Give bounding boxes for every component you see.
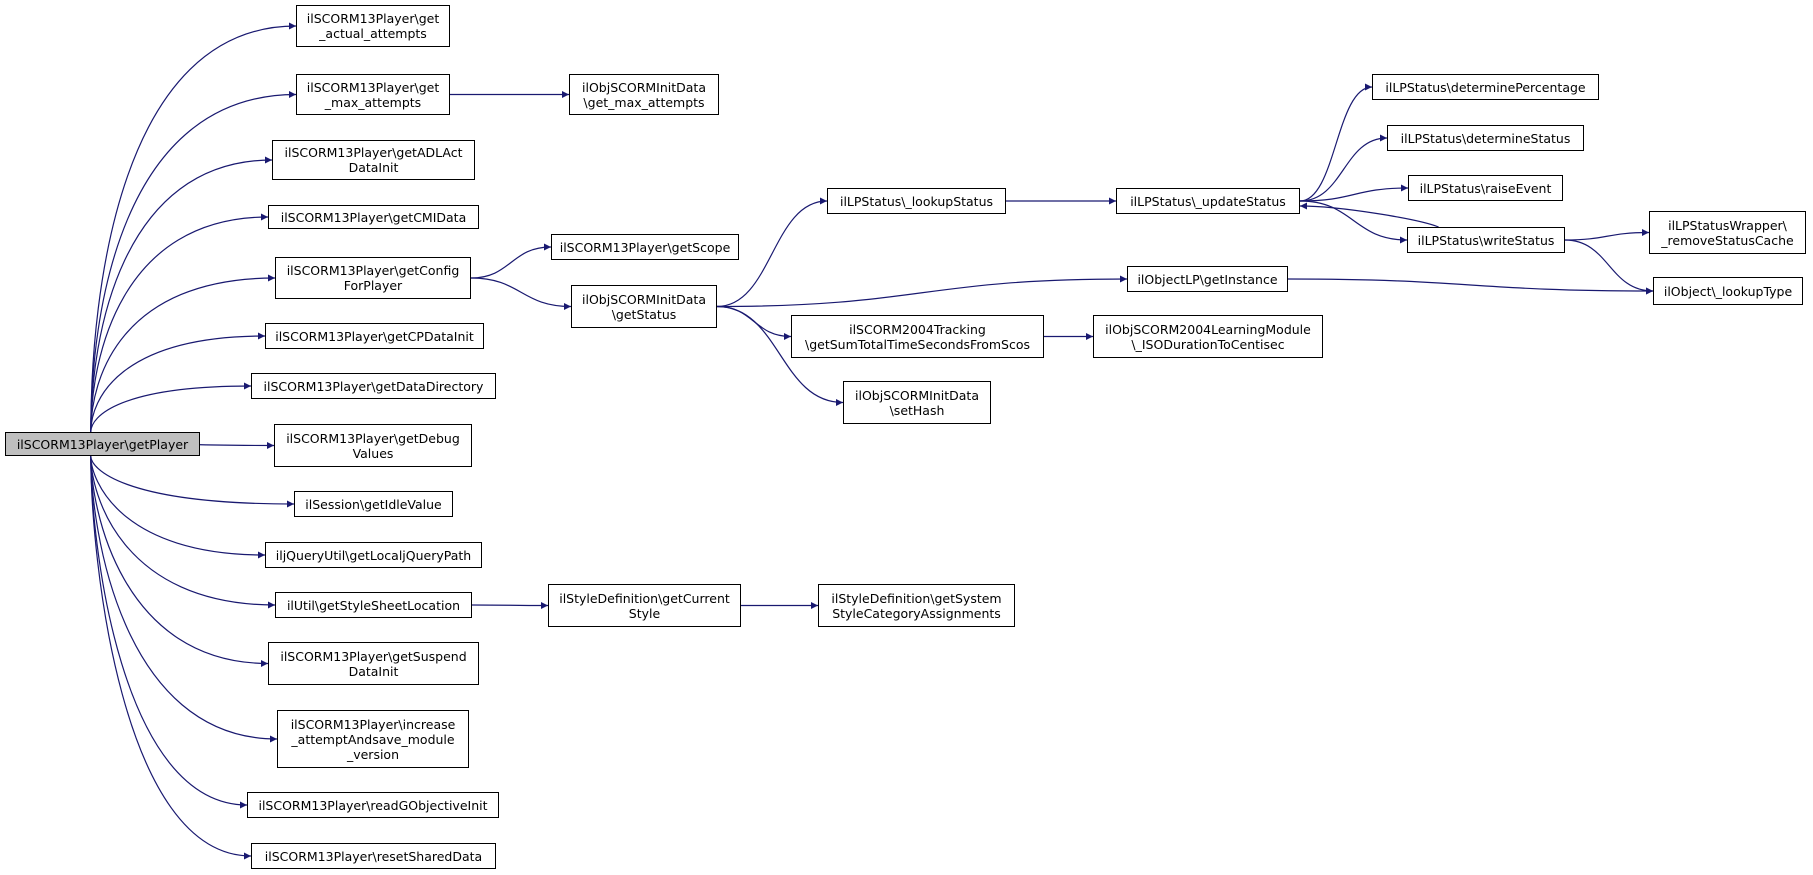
node-label: ilObjectLP\getInstance [1137,271,1278,287]
node-label: ilUtil\getStyleSheetLocation [286,597,461,613]
node-label: ilSCORM13Player\get _max_attempts [306,79,440,110]
node-root-get-player: ilSCORM13Player\getPlayer [5,432,200,456]
node-label: ilLPStatus\_updateStatus [1130,193,1286,209]
node-label: ilSCORM13Player\readGObjectiveInit [258,797,488,813]
node-label: ilSCORM13Player\getDebug Values [286,430,460,461]
edge-root-to-reset_shared_data [90,455,252,860]
node-util-get-stylesheet-location[interactable]: ilUtil\getStyleSheetLocation [275,592,472,618]
node-get-debug-values[interactable]: ilSCORM13Player\getDebug Values [274,424,472,467]
node-get-data-directory[interactable]: ilSCORM13Player\getDataDirectory [251,373,496,399]
node-label: ilObject\_lookupType [1663,283,1793,299]
node-label: ilSCORM13Player\getPlayer [16,436,189,452]
edge-get_config_for_player-to-initdata_get_status [470,277,572,310]
node-get-scope[interactable]: ilSCORM13Player\getScope [551,234,739,260]
node-lp-determine-percentage[interactable]: ilLPStatus\determinePercentage [1372,74,1599,100]
node-read-g-objective-init[interactable]: ilSCORM13Player\readGObjectiveInit [247,792,499,818]
node-lp-write-status[interactable]: ilLPStatus\writeStatus [1407,227,1565,253]
node-get-suspend-data-init[interactable]: ilSCORM13Player\getSuspend DataInit [268,642,479,685]
edge-initdata_get_status-to-object_lp_get_instance [716,275,1128,308]
node-get-config-for-player[interactable]: ilSCORM13Player\getConfig ForPlayer [275,257,471,299]
node-label: ilLPStatus\determineStatus [1400,130,1571,146]
edge-lp_update_status-to-lp_determine_percentage [1299,83,1373,202]
node-label: ilSCORM13Player\getSuspend DataInit [280,648,467,679]
node-initdata-set-hash[interactable]: ilObjSCORMInitData \setHash [843,381,991,424]
edge-root-to-get_cp_data_init [90,332,266,433]
node-scorm2004-iso-duration[interactable]: ilObjSCORM2004LearningModule \_ISODurati… [1093,315,1323,358]
edge-root-to-get_adl_act_data_init [90,156,273,433]
node-style-get-system-assignments[interactable]: ilStyleDefinition\getSystem StyleCategor… [818,584,1015,627]
edge-root-to-get_max_attempts [90,91,297,433]
edge-object_lp_get_instance-to-object_lookup_type [1287,278,1654,295]
edge-lp_update_status-to-lp_raise_event [1299,184,1409,202]
node-label: ilSCORM13Player\resetSharedData [264,848,483,864]
node-lp-raise-event[interactable]: ilLPStatus\raiseEvent [1408,175,1563,201]
node-initdata-get-status[interactable]: ilObjSCORMInitData \getStatus [571,285,717,328]
edge-lp_write_status-to-lp_wrapper_remove_cache [1564,229,1650,241]
node-label: ilSCORM13Player\get _actual_attempts [306,11,440,41]
node-label: ilStyleDefinition\getSystem StyleCategor… [831,590,1002,621]
edge-root-to-increase_attempt_save_version [90,455,278,743]
node-label: ilObjSCORMInitData \getStatus [582,291,706,322]
edge-initdata_get_status-to-lp_lookup_status [716,197,828,308]
node-label: ilStyleDefinition\getCurrent Style [559,590,730,621]
edge-root-to-get_actual_attempts [90,22,297,433]
edge-get_config_for_player-to-get_scope [470,243,552,279]
node-get-cp-data-init[interactable]: ilSCORM13Player\getCPDataInit [265,323,484,349]
node-session-get-idle-value[interactable]: ilSession\getIdleValue [294,491,453,517]
node-label: ilLPStatus\_lookupStatus [839,193,994,209]
node-label: ilSCORM13Player\getConfig ForPlayer [286,263,460,293]
edge-lp_write_status-to-object_lookup_type [1564,239,1654,295]
node-label: ilSession\getIdleValue [305,496,442,512]
node-reset-shared-data[interactable]: ilSCORM13Player\resetSharedData [251,843,496,869]
node-label: ilLPStatusWrapper\ _removeStatusCache [1661,217,1794,248]
node-label: ilSCORM2004Tracking \getSumTotalTimeSeco… [804,321,1030,352]
node-lp-lookup-status[interactable]: ilLPStatus\_lookupStatus [827,188,1006,214]
node-label: ilObjSCORMInitData \setHash [855,387,979,418]
edge-lp_write_status-to-lp_update_status [1299,202,1439,228]
node-lp-determine-status[interactable]: ilLPStatus\determineStatus [1387,125,1584,151]
node-object-lookup-type[interactable]: ilObject\_lookupType [1653,277,1803,305]
node-label: ilSCORM13Player\getADLAct DataInit [284,145,463,175]
node-label: ilSCORM13Player\getDataDirectory [263,378,484,394]
node-get-adl-act-data-init[interactable]: ilSCORM13Player\getADLAct DataInit [272,140,475,180]
node-label: ilObjSCORM2004LearningModule \_ISODurati… [1105,321,1311,352]
node-increase-attempt-save-version[interactable]: ilSCORM13Player\increase _attemptAndsave… [277,710,469,768]
edge-root-to-get_suspend_data_init [90,455,269,667]
edge-root-to-jquery_get_local_path [90,455,266,559]
node-label: ilSCORM13Player\getCPDataInit [275,328,474,344]
edge-util_get_stylesheet_location-to-style_get_current_style [471,601,549,609]
edge-root-to-get_config_for_player [90,274,276,433]
node-initdata-get-max-attempts[interactable]: ilObjSCORMInitData \get_max_attempts [569,74,719,115]
node-jquery-get-local-path[interactable]: iljQueryUtil\getLocaljQueryPath [265,542,482,568]
edge-lp_update_status-to-lp_write_status [1299,200,1408,244]
edge-initdata_get_status-to-initdata_set_hash [716,305,844,406]
node-get-max-attempts[interactable]: ilSCORM13Player\get _max_attempts [296,74,450,115]
node-get-actual-attempts[interactable]: ilSCORM13Player\get _actual_attempts [296,5,450,47]
node-style-get-current-style[interactable]: ilStyleDefinition\getCurrent Style [548,584,741,627]
node-object-lp-get-instance[interactable]: ilObjectLP\getInstance [1127,266,1288,292]
node-label: ilObjSCORMInitData \get_max_attempts [582,79,706,110]
node-label: ilSCORM13Player\getScope [559,239,731,255]
edge-lp_update_status-to-lp_determine_status [1299,134,1388,202]
node-lp-update-status[interactable]: ilLPStatus\_updateStatus [1116,188,1300,214]
node-label: ilLPStatus\writeStatus [1417,232,1555,248]
node-label: ilSCORM13Player\increase _attemptAndsave… [290,716,456,762]
node-label: ilSCORM13Player\getCMIData [280,209,467,225]
node-lp-wrapper-remove-cache[interactable]: ilLPStatusWrapper\ _removeStatusCache [1649,211,1806,254]
node-label: ilLPStatus\raiseEvent [1419,180,1552,196]
edge-root-to-get_cmi_data [90,213,269,433]
edge-root-to-get_data_directory [90,382,252,433]
edge-root-to-util_get_stylesheet_location [90,455,276,609]
edge-root-to-read_g_objective_init [90,455,248,809]
edge-root-to-session_get_idle_value [90,455,295,508]
node-get-cmi-data[interactable]: ilSCORM13Player\getCMIData [268,205,479,229]
node-label: iljQueryUtil\getLocaljQueryPath [275,547,472,563]
node-label: ilLPStatus\determinePercentage [1385,79,1586,95]
node-scorm2004-tracking[interactable]: ilSCORM2004Tracking \getSumTotalTimeSeco… [791,315,1044,358]
